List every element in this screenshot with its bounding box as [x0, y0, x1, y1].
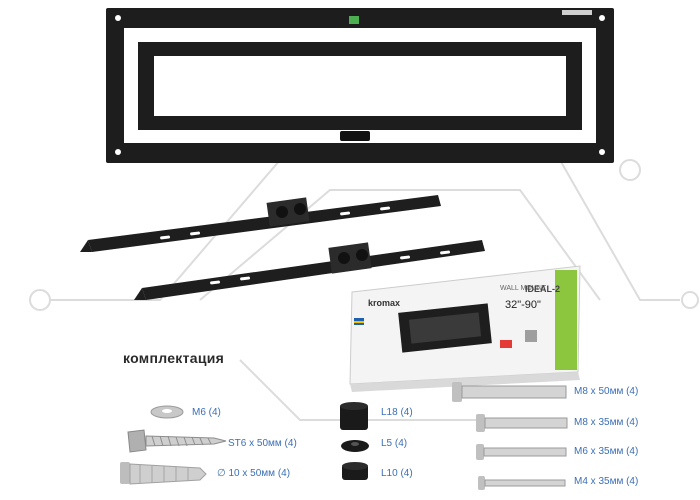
washer: [150, 405, 184, 419]
spacer-l5-label: L5 (4): [381, 438, 408, 449]
spacer-l10: [342, 462, 368, 480]
bolt-m6-35-label: M6 x 35мм (4): [574, 446, 639, 457]
bolt-m4-35: [478, 476, 566, 490]
lag-bolt: [127, 429, 227, 453]
bolt-m4-35-label: M4 x 35мм (4): [574, 476, 639, 487]
box-mount-type: WALL MOUNT: [500, 285, 547, 292]
washer-label: M6 (4): [192, 407, 221, 418]
spacer-l10-label: L10 (4): [381, 468, 413, 479]
spacer-l18: [340, 402, 368, 430]
bolt-m8-35: [476, 414, 568, 432]
bolt-m8-50: [452, 382, 567, 402]
box-brand: kromax: [368, 298, 400, 308]
tv-bracket-arm-2: [134, 240, 485, 300]
section-title: комплектация: [123, 350, 225, 366]
box-size: 32"-90": [505, 299, 541, 311]
box-model: IDEAL-2: [525, 284, 560, 294]
bolt-m8-35-label: M8 x 35мм (4): [574, 417, 639, 428]
tv-bracket-arm-1: [80, 195, 441, 252]
anchor-label: ∅ 10 x 50мм (4): [217, 468, 291, 479]
wall-anchor: [120, 462, 207, 485]
bolt-m6-35: [476, 444, 567, 460]
wall-plate: [106, 8, 614, 163]
spacer-l5: [341, 440, 369, 452]
product-box: [349, 265, 581, 392]
spacer-l18-label: L18 (4): [381, 407, 413, 418]
lag-bolt-label: ST6 x 50мм (4): [228, 438, 297, 449]
bolt-m8-50-label: M8 x 50мм (4): [574, 386, 639, 397]
